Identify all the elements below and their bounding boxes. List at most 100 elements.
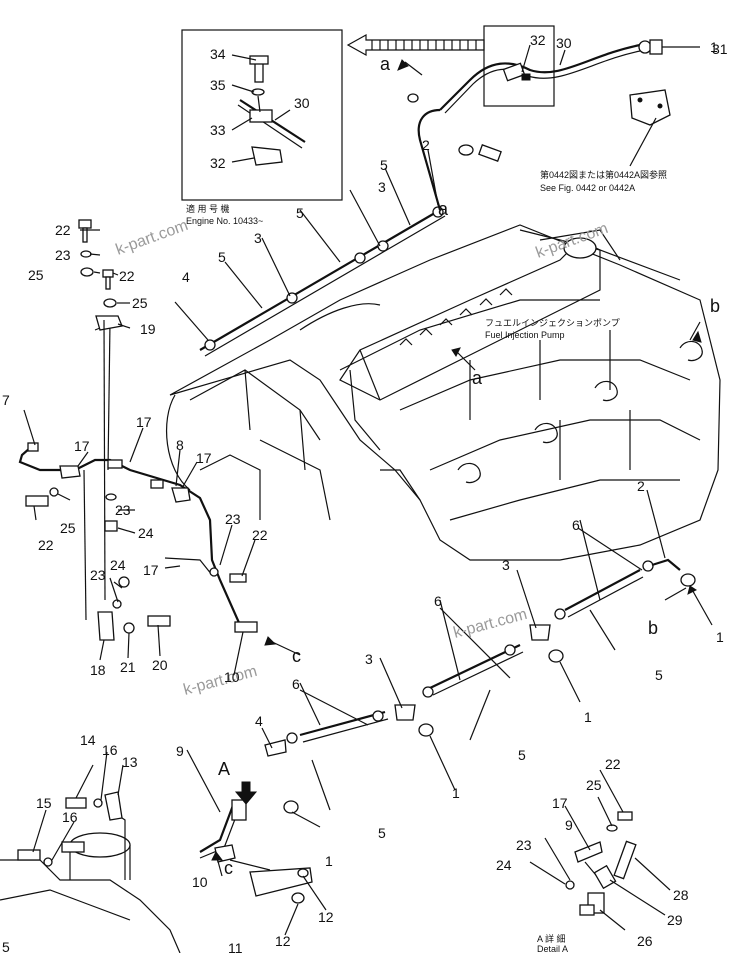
ref-letter: b xyxy=(710,296,720,316)
callout: 3 xyxy=(254,230,262,246)
callout: 16 xyxy=(102,742,118,758)
leader-lines xyxy=(23,44,713,936)
callout: 30 xyxy=(556,35,572,51)
callout: 25 xyxy=(28,267,44,283)
callout: 17 xyxy=(136,414,152,430)
callout: 1 xyxy=(710,39,718,55)
callout: 32 xyxy=(210,155,226,171)
callout: 35 xyxy=(210,77,226,93)
detail-a xyxy=(565,811,637,916)
callout: 22 xyxy=(38,537,54,553)
callout: 24 xyxy=(110,557,126,573)
callout: 17 xyxy=(196,450,212,466)
inset-engine-jp: 適 用 号 機 xyxy=(186,203,230,214)
callout: 22 xyxy=(605,756,621,772)
callout: 10 xyxy=(224,669,240,685)
callout: 12 xyxy=(318,909,334,925)
callout: 22 xyxy=(119,268,135,284)
callout: 10 xyxy=(192,874,208,890)
callout: 23 xyxy=(516,837,532,853)
callout: 2 xyxy=(637,478,645,494)
ref-letter: b xyxy=(648,618,658,638)
callout: 5 xyxy=(218,249,226,265)
callout: 4 xyxy=(182,269,190,285)
callout: 28 xyxy=(673,887,689,903)
fuel-injection-pump xyxy=(339,229,621,401)
reference-note-jp: 第0442図または第0442A図参照 xyxy=(540,169,667,180)
callout: 5 xyxy=(518,747,526,763)
callout: 21 xyxy=(120,659,136,675)
callout: 1 xyxy=(716,629,724,645)
callout: 6 xyxy=(572,517,580,533)
callout: 20 xyxy=(152,657,168,673)
callout: 1 xyxy=(452,785,460,801)
pump-label-jp: フュエルインジェクションポンプ xyxy=(485,318,620,328)
watermark: k-part.com xyxy=(182,663,259,699)
inset-box xyxy=(181,29,343,201)
return-pipe xyxy=(346,25,680,162)
callout: 19 xyxy=(140,321,156,337)
callout: 25 xyxy=(586,777,602,793)
callout: 6 xyxy=(434,593,442,609)
text-labels: 適 用 号 機 Engine No. 10433~ 第0442図または第0442… xyxy=(186,169,667,954)
callout: 16 xyxy=(62,809,78,825)
callout: 11 xyxy=(228,940,243,953)
callout: 6 xyxy=(292,676,300,692)
callout: 3 xyxy=(378,179,386,195)
callout: 14 xyxy=(80,732,96,748)
detail-label-jp: A 詳 細 xyxy=(537,933,566,944)
lower-fuel-lines xyxy=(17,558,696,904)
callout: 23 xyxy=(90,567,106,583)
callout: 34 xyxy=(210,46,226,62)
reference-note-en: See Fig. 0442 or 0442A xyxy=(540,183,635,193)
callout: 2 xyxy=(422,137,430,153)
reference-letters: a a a b b c c A xyxy=(218,54,720,878)
ref-letter: a xyxy=(380,54,391,74)
watermark: k-part.com xyxy=(452,606,529,642)
callout: 17 xyxy=(552,795,568,811)
callout: 9 xyxy=(176,743,184,759)
direction-arrows xyxy=(211,59,702,861)
callout: 12 xyxy=(275,933,291,949)
engine-block xyxy=(0,224,721,954)
callout: 15 xyxy=(36,795,52,811)
callout: 23 xyxy=(225,511,241,527)
ref-letter: c xyxy=(224,858,233,878)
callout: 31 xyxy=(712,41,728,57)
callout: 8 xyxy=(176,437,184,453)
detail-label-en: Detail A xyxy=(537,944,568,953)
callout: 5 xyxy=(378,825,386,841)
ref-letter: a xyxy=(472,368,483,388)
callout: 9 xyxy=(565,817,573,833)
ref-letter: A xyxy=(218,759,230,779)
callout: 25 xyxy=(60,520,76,536)
pump-label-en: Fuel Injection Pump xyxy=(485,330,565,340)
callout: 5 xyxy=(296,205,304,221)
callout: 22 xyxy=(252,527,268,543)
callout: 26 xyxy=(637,933,653,949)
callout: 17 xyxy=(143,562,159,578)
ref-letter: c xyxy=(292,646,301,666)
callout: 4 xyxy=(255,713,263,729)
callout: 30 xyxy=(294,95,310,111)
callout: 3 xyxy=(365,651,373,667)
callout: 13 xyxy=(122,754,138,770)
left-hose-assembly xyxy=(18,219,258,641)
callout: 5 xyxy=(2,939,10,953)
callout: 3 xyxy=(502,557,510,573)
callout: 7 xyxy=(2,392,10,408)
callout: 32 xyxy=(530,32,546,48)
callout: 24 xyxy=(138,525,154,541)
callout: 5 xyxy=(380,157,388,173)
callout: 23 xyxy=(115,502,131,518)
callout: 18 xyxy=(90,662,106,678)
callout: 1 xyxy=(325,853,333,869)
upper-tube-assembly xyxy=(199,108,446,357)
callout: 33 xyxy=(210,122,226,138)
callout: 1 xyxy=(584,709,592,725)
callout: 29 xyxy=(667,912,683,928)
watermark: k-part.com xyxy=(114,217,191,259)
inset-engine-no: Engine No. 10433~ xyxy=(186,216,263,226)
